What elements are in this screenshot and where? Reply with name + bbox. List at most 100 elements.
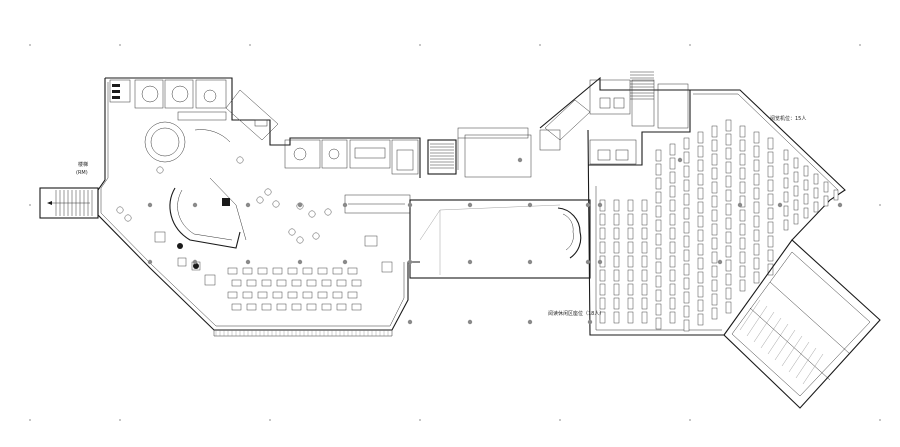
reading-desk <box>641 297 648 310</box>
reading-desk <box>613 255 620 268</box>
workstation-desk <box>321 303 332 311</box>
reading-desk <box>711 125 718 138</box>
reading-desk <box>725 231 732 244</box>
stair-label: 楼梯 <box>78 161 88 168</box>
reception-desk <box>169 177 247 249</box>
reading-desk <box>599 269 606 282</box>
reading-desk <box>613 311 620 324</box>
lounge-table <box>272 200 280 208</box>
reading-desk <box>803 165 809 177</box>
column-dot <box>407 319 413 325</box>
reading-desk <box>725 133 732 146</box>
reading-desk <box>783 163 789 175</box>
reading-desk <box>669 227 676 240</box>
reading-desk <box>767 165 774 178</box>
reading-desk <box>697 243 704 256</box>
column-dot <box>527 319 533 325</box>
workstation-desk <box>227 291 238 299</box>
reading-desk <box>669 241 676 254</box>
reading-desk <box>655 205 662 218</box>
reading-desk <box>813 173 819 185</box>
reading-desk <box>641 199 648 212</box>
annex-hatch-line <box>739 299 761 331</box>
reading-desk <box>711 223 718 236</box>
reading-desk <box>767 207 774 220</box>
column-dot <box>677 157 683 163</box>
reading-desk <box>669 143 676 156</box>
reading-desk <box>753 271 760 284</box>
lounge-table <box>116 206 124 214</box>
reading-desk <box>683 305 690 318</box>
reading-desk <box>683 249 690 262</box>
grid-dot <box>689 419 691 421</box>
workstation-desk <box>257 267 268 275</box>
reading-desk <box>725 119 732 132</box>
lounge-table <box>156 166 164 174</box>
left-wing-outline <box>97 77 421 337</box>
reading-desk <box>739 167 746 180</box>
reading-desk <box>683 137 690 150</box>
workstation-desk <box>317 291 328 299</box>
reading-desk <box>683 277 690 290</box>
workstation-desk <box>246 279 257 287</box>
workstation-desk <box>302 291 313 299</box>
lounge-table <box>312 232 320 240</box>
reading-desk <box>767 235 774 248</box>
reading-desk <box>783 205 789 217</box>
grid-dot <box>29 419 31 421</box>
column-dot <box>837 202 843 208</box>
reading-desk <box>627 283 634 296</box>
reading-desk <box>599 227 606 240</box>
workstation-desk <box>317 267 328 275</box>
reading-desk <box>641 311 648 324</box>
reading-desk <box>697 201 704 214</box>
reading-desk <box>813 187 819 199</box>
workstation-desk <box>231 303 242 311</box>
workstation-desk <box>257 291 268 299</box>
stair-sub-label: (RM) <box>76 170 88 176</box>
workstation-desk <box>306 303 317 311</box>
reading-desk <box>753 159 760 172</box>
reading-desk <box>655 191 662 204</box>
reading-desk <box>711 265 718 278</box>
column-dot <box>342 259 348 265</box>
reading-desk <box>753 201 760 214</box>
column-dot <box>717 259 723 265</box>
reading-desk <box>613 241 620 254</box>
reading-desk <box>753 243 760 256</box>
reading-desk <box>725 161 732 174</box>
reading-desk <box>627 241 634 254</box>
workstation-desk <box>231 279 242 287</box>
reading-desk <box>739 125 746 138</box>
workstation-cluster <box>227 267 362 311</box>
grid-dot <box>559 419 561 421</box>
annex-hatch-line <box>781 335 803 367</box>
reading-desk <box>697 299 704 312</box>
grid-dot <box>689 44 691 46</box>
workstation-desk <box>287 267 298 275</box>
reading-desk <box>683 263 690 276</box>
reading-desk <box>683 179 690 192</box>
reading-desk <box>669 283 676 296</box>
reading-desk <box>599 283 606 296</box>
column-dot <box>467 202 473 208</box>
lounge-table <box>256 196 264 204</box>
annex-hatch-line <box>753 311 775 343</box>
column-dot <box>587 319 593 325</box>
workstation-desk <box>347 267 358 275</box>
lounge-table <box>308 210 316 218</box>
central-stair <box>427 127 532 178</box>
column-dot <box>597 202 603 208</box>
reading-desk <box>725 301 732 314</box>
annex-hatch-line <box>767 323 789 355</box>
reading-desk <box>683 221 690 234</box>
reading-desk <box>725 203 732 216</box>
grid-dot <box>859 44 861 46</box>
workstation-desk <box>272 267 283 275</box>
annex-hatch-line <box>760 317 782 349</box>
reading-desk <box>683 291 690 304</box>
reading-desk <box>711 279 718 292</box>
reading-desk <box>641 241 648 254</box>
workstation-desk <box>246 303 257 311</box>
column-dot <box>527 202 533 208</box>
